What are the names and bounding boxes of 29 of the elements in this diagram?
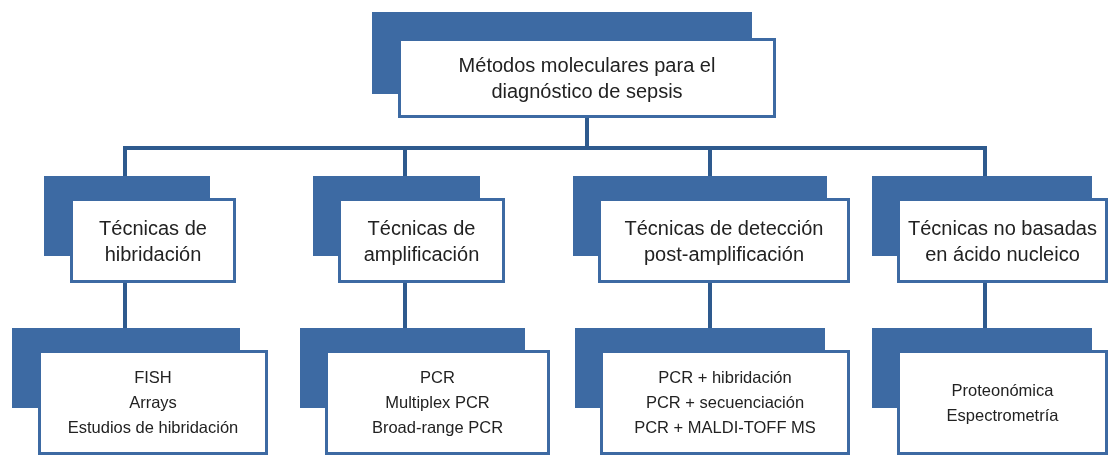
process-box	[573, 176, 850, 283]
process-box	[313, 176, 505, 283]
node-text: PCR + MALDI-TOFF MS	[634, 416, 816, 438]
node-text: FISH	[134, 367, 172, 389]
connector-line	[585, 118, 987, 176]
node-text: Métodos moleculares para el diagnóstico de sepsis	[457, 53, 717, 104]
process-box	[872, 328, 1108, 455]
connector-line	[708, 283, 712, 328]
node-text: Técnicas de hibridación	[98, 215, 208, 267]
node-text: Proteonómica Espectrometría	[946, 379, 1059, 426]
process-box	[575, 328, 850, 455]
node-text: Técnicas de detección post-amplificación	[623, 215, 825, 267]
node-text: Técnicas no basadas en ácido nucleico	[907, 215, 1098, 267]
connector-line	[403, 283, 407, 328]
connector-line	[123, 283, 127, 328]
connector-line	[983, 283, 987, 328]
process-box	[12, 328, 268, 455]
process-box	[44, 176, 236, 283]
node-text: Multiplex PCR	[385, 392, 490, 414]
node-text: PCR + secuenciación	[645, 392, 805, 414]
process-box	[872, 176, 1108, 283]
node-text: Técnicas de amplificación	[362, 215, 481, 267]
node-text: Arrays	[129, 392, 177, 414]
node-text: Estudios de hibridación	[67, 416, 239, 438]
node-text: PCR	[420, 367, 455, 389]
process-box	[300, 328, 550, 455]
process-box	[372, 12, 776, 118]
node-text: Broad-range PCR	[371, 416, 504, 438]
node-text: PCR + hibridación	[658, 367, 792, 389]
